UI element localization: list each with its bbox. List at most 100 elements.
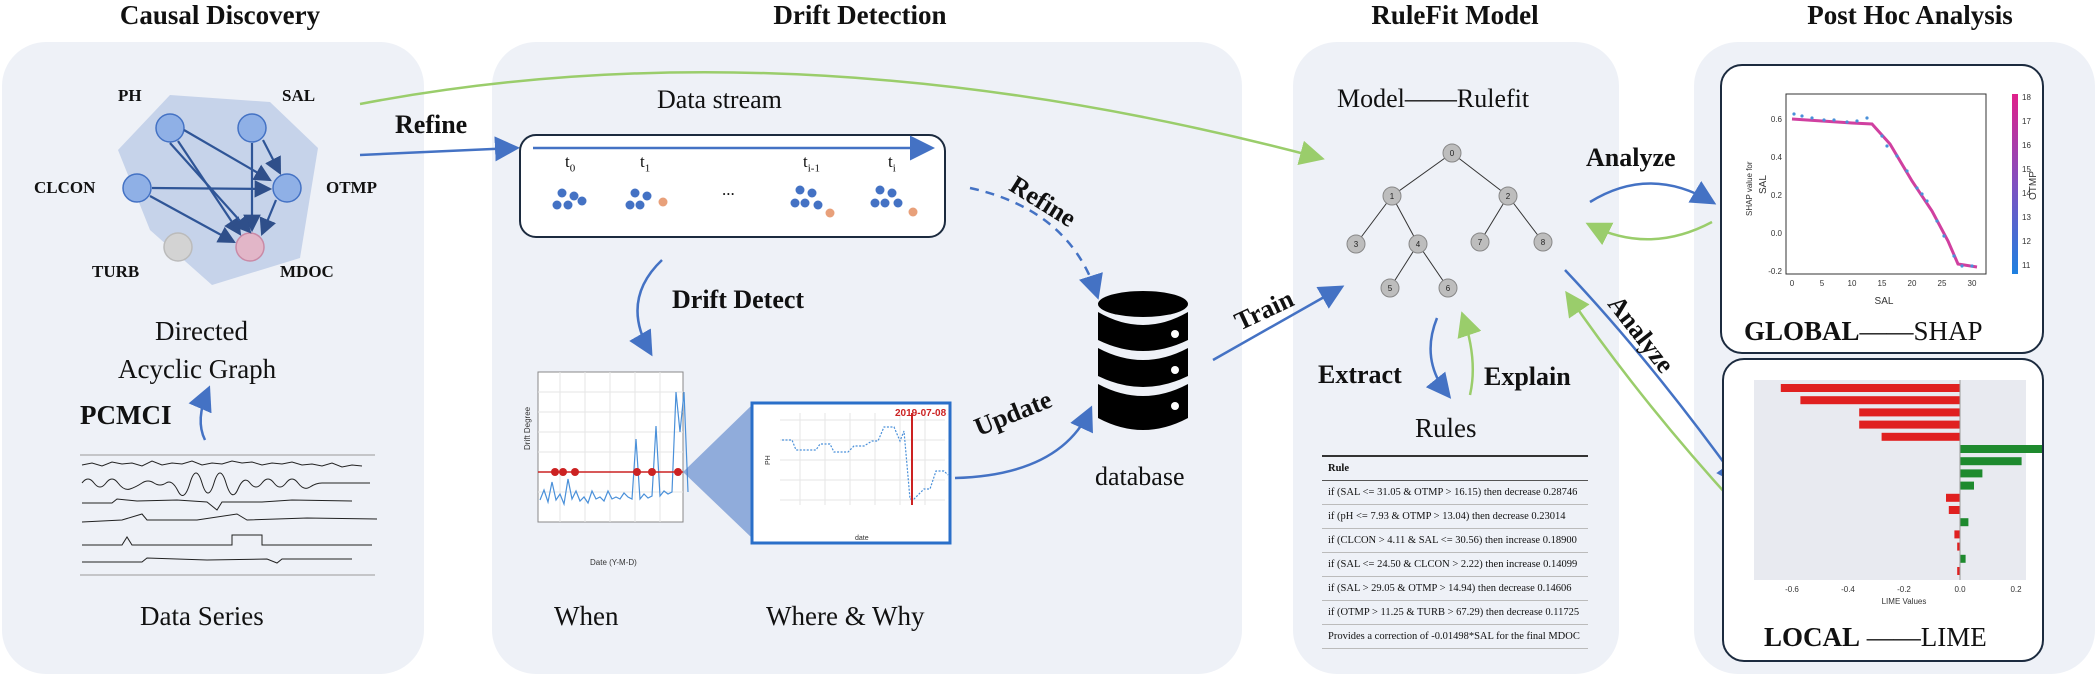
data-series-label: Data Series [140,601,264,631]
posthoc-title: Post Hoc Analysis [1807,0,2013,30]
svg-text:-0.2: -0.2 [1897,585,1911,594]
node-turb [163,232,193,262]
database-label: database [1095,462,1185,491]
svg-text:18: 18 [2022,93,2031,102]
stream-ti-1: ti-1 [803,152,820,175]
local-title: LOCAL ——LIME [1764,622,1987,652]
svg-text:0.4: 0.4 [1771,153,1783,162]
rulefit-model-title: Model——Rulefit [1337,84,1530,113]
shap-clabel: OTMP [2028,171,2039,200]
causal-graph [118,95,318,285]
lime-bar [1957,542,1960,551]
svg-text:16: 16 [2022,141,2031,150]
node-clcon [122,173,152,203]
node-sal [237,113,267,143]
svg-text:0.6: 0.6 [1771,115,1783,124]
svg-text:0.2: 0.2 [1771,191,1783,200]
rulefit-tree: 0 1 2 3 4 5 6 7 8 [1346,143,1553,298]
stream-t1: t1 [640,152,651,175]
shap-ylabel-sal: SAL [1758,175,1769,194]
svg-text:-0.4: -0.4 [1841,585,1855,594]
node-label-clcon: CLCON [34,178,96,197]
zoom-triangle [683,405,752,538]
drift-title: Drift Detection [773,0,947,30]
shap-plot: 0 5 10 15 20 25 30 SAL 0.6 0.4 0.2 0.0 -… [1745,93,2039,307]
stream-t0: t0 [565,152,576,175]
where-why-label: Where & Why [766,601,925,631]
analyze-label-1: Analyze [1586,143,1676,172]
node-label-sal: SAL [282,86,316,105]
when-label: When [554,601,619,631]
svg-text:0.2: 0.2 [2010,585,2022,594]
lime-bar [1859,420,1960,429]
when-xlabel: Date (Y-M-D) [590,558,637,567]
rules-table-header: Rule [1322,455,1588,481]
svg-text:17: 17 [2022,117,2031,126]
node-ph [155,113,185,143]
local-lime-box: -0.6 -0.4 -0.2 0.0 0.2 LIME Values LOCAL… [1722,358,2044,662]
data-series-plot [80,454,378,576]
lime-plot: -0.6 -0.4 -0.2 0.0 0.2 LIME Values [1754,380,2042,606]
shap-ylabel: SHAP value for [1745,161,1754,216]
dag-label-line1: Directed [155,316,248,346]
lime-bar [1957,567,1960,575]
svg-text:25: 25 [1938,279,1947,288]
svg-text:11: 11 [2022,261,2031,270]
svg-text:7: 7 [1478,238,1483,247]
lime-bar [1960,445,2042,453]
svg-text:4: 4 [1416,240,1421,249]
svg-text:5: 5 [1388,284,1393,293]
dag-label-line2: Acyclic Graph [118,354,277,384]
lime-bar [1960,554,1966,563]
lime-bar [1960,469,1983,478]
zoom-date: 2019-07-08 [895,408,947,419]
svg-text:6: 6 [1446,284,1451,293]
database-icon [1098,291,1188,430]
lime-bar [1948,506,1960,514]
svg-text:2: 2 [1506,192,1511,201]
lime-bar [1960,481,1974,490]
stream-ti: ti [888,152,896,175]
svg-text:0: 0 [1790,279,1795,288]
data-stream-box [519,134,946,238]
svg-text:SAL: SAL [1875,296,1894,307]
lime-bar [1946,493,1960,502]
table-row: if (pH <= 7.93 & OTMP > 13.04) then decr… [1322,504,1588,529]
node-mdoc [235,232,265,262]
table-row: if (SAL > 29.05 & OTMP > 14.94) then dec… [1322,576,1588,601]
svg-text:0.0: 0.0 [1771,229,1783,238]
stream-ellipsis: ... [722,180,735,199]
svg-text:-0.6: -0.6 [1785,585,1799,594]
svg-text:30: 30 [1968,279,1977,288]
rules-table: Rule if (SAL <= 31.05 & OTMP > 16.15) th… [1322,455,1588,649]
global-shap-box: 0 5 10 15 20 25 30 SAL 0.6 0.4 0.2 0.0 -… [1720,64,2044,354]
svg-text:13: 13 [2022,213,2031,222]
node-label-mdoc: MDOC [280,262,334,281]
node-label-ph: PH [118,86,142,105]
explain-label: Explain [1484,362,1571,391]
lime-bar [1881,432,1960,441]
zoom-chart: 2019-07-08 PH date [750,401,952,545]
svg-text:8: 8 [1541,238,1546,247]
table-row: if (SAL <= 31.05 & OTMP > 16.15) then de… [1322,480,1588,505]
table-row: Provides a correction of -0.01498*SAL fo… [1322,624,1588,649]
svg-text:12: 12 [2022,237,2031,246]
rules-label: Rules [1415,413,1477,443]
zoom-xlabel: date [855,535,869,542]
table-row: if (SAL <= 24.50 & CLCON > 2.22) then in… [1322,552,1588,577]
svg-text:5: 5 [1820,279,1825,288]
svg-text:-0.2: -0.2 [1768,267,1782,276]
svg-text:15: 15 [2022,165,2031,174]
node-label-turb: TURB [92,262,140,281]
when-chart: Drift Degree Date (Y-M-D) [523,371,689,567]
lime-bar [1780,384,1960,392]
svg-text:15: 15 [1878,279,1887,288]
lime-bar [1954,530,1960,539]
svg-text:14: 14 [2022,189,2031,198]
drift-detect-label: Drift Detect [672,285,805,314]
rulefit-title: RuleFit Model [1371,0,1539,30]
svg-text:0.0: 0.0 [1954,585,1966,594]
lime-bar [1960,518,1969,527]
svg-text:20: 20 [1908,279,1917,288]
